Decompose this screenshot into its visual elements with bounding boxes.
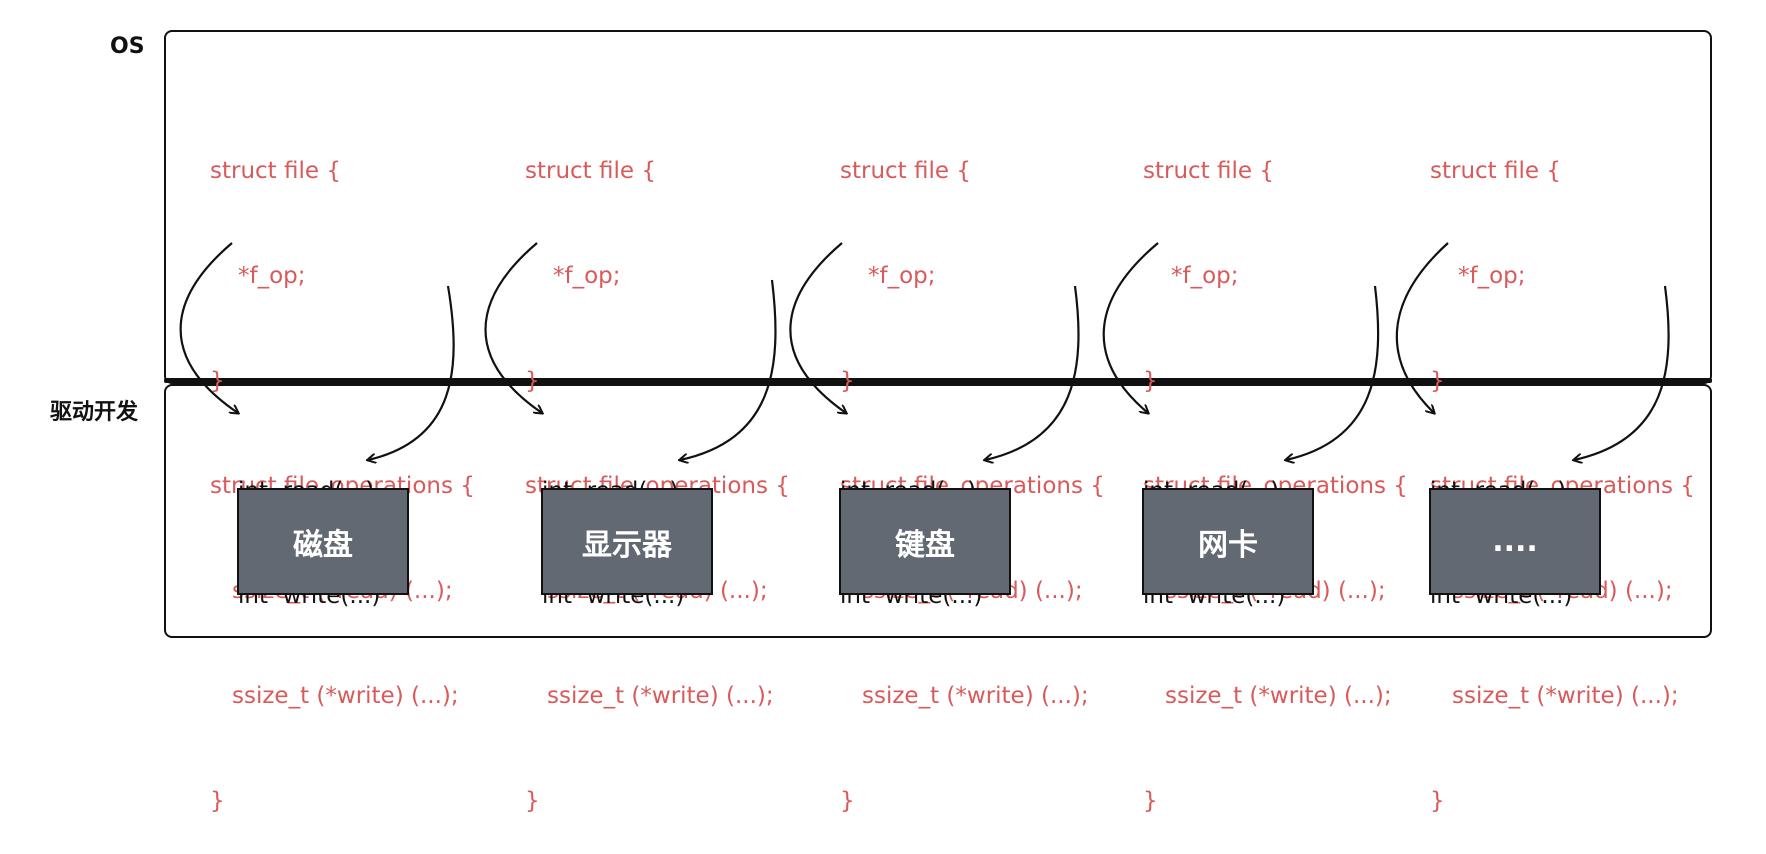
- close-brace: }: [1430, 788, 1445, 814]
- write-mapping-arrow: [368, 285, 455, 460]
- close-brace: }: [210, 788, 225, 814]
- close-brace: }: [840, 368, 855, 394]
- close-brace: }: [210, 368, 225, 394]
- write-pointer-line: ssize_t (*write) (...);: [862, 683, 1089, 709]
- f-op-line: *f_op;: [1171, 263, 1239, 289]
- close-brace: }: [1430, 368, 1445, 394]
- write-pointer-line: ssize_t (*write) (...);: [1452, 683, 1679, 709]
- driver-layer-label: 驱动开发: [50, 400, 139, 425]
- device-box: 键盘: [839, 488, 1011, 595]
- read-mapping-arrow: [789, 242, 846, 413]
- close-brace: }: [1143, 788, 1158, 814]
- driver-layer-box: [164, 384, 1712, 638]
- read-mapping-arrow: [484, 242, 543, 413]
- read-mapping-arrow: [1102, 242, 1159, 413]
- struct-file-line: struct file {: [210, 158, 341, 184]
- write-pointer-line: ssize_t (*write) (...);: [1165, 683, 1392, 709]
- struct-file-line: struct file {: [1143, 158, 1274, 184]
- write-mapping-arrow: [680, 279, 777, 460]
- struct-file-line: struct file {: [1430, 158, 1561, 184]
- write-mapping-arrow: [1574, 285, 1670, 460]
- f-op-line: *f_op;: [238, 263, 306, 289]
- mapping-arrows: [179, 242, 1670, 677]
- close-brace: }: [840, 788, 855, 814]
- f-op-line: *f_op;: [1458, 263, 1526, 289]
- read-mapping-arrow: [179, 242, 238, 413]
- close-brace: }: [525, 368, 540, 394]
- write-pointer-line: ssize_t (*write) (...);: [547, 683, 774, 709]
- close-brace: }: [1143, 368, 1158, 394]
- f-op-line: *f_op;: [553, 263, 621, 289]
- layer-divider: [164, 378, 1712, 383]
- device-box: 网卡: [1142, 488, 1314, 595]
- os-layer-box: [164, 30, 1712, 384]
- f-op-line: *f_op;: [868, 263, 936, 289]
- write-mapping-arrow: [1286, 285, 1380, 460]
- write-pointer-line: ssize_t (*write) (...);: [232, 683, 459, 709]
- close-brace: }: [525, 788, 540, 814]
- device-box: ....: [1429, 488, 1601, 595]
- os-layer-label: OS: [110, 34, 145, 59]
- write-mapping-arrow: [985, 285, 1080, 460]
- read-mapping-arrow: [1395, 242, 1449, 413]
- struct-file-line: struct file {: [840, 158, 971, 184]
- device-box: 磁盘: [237, 488, 409, 595]
- device-box: 显示器: [541, 488, 713, 595]
- struct-file-line: struct file {: [525, 158, 656, 184]
